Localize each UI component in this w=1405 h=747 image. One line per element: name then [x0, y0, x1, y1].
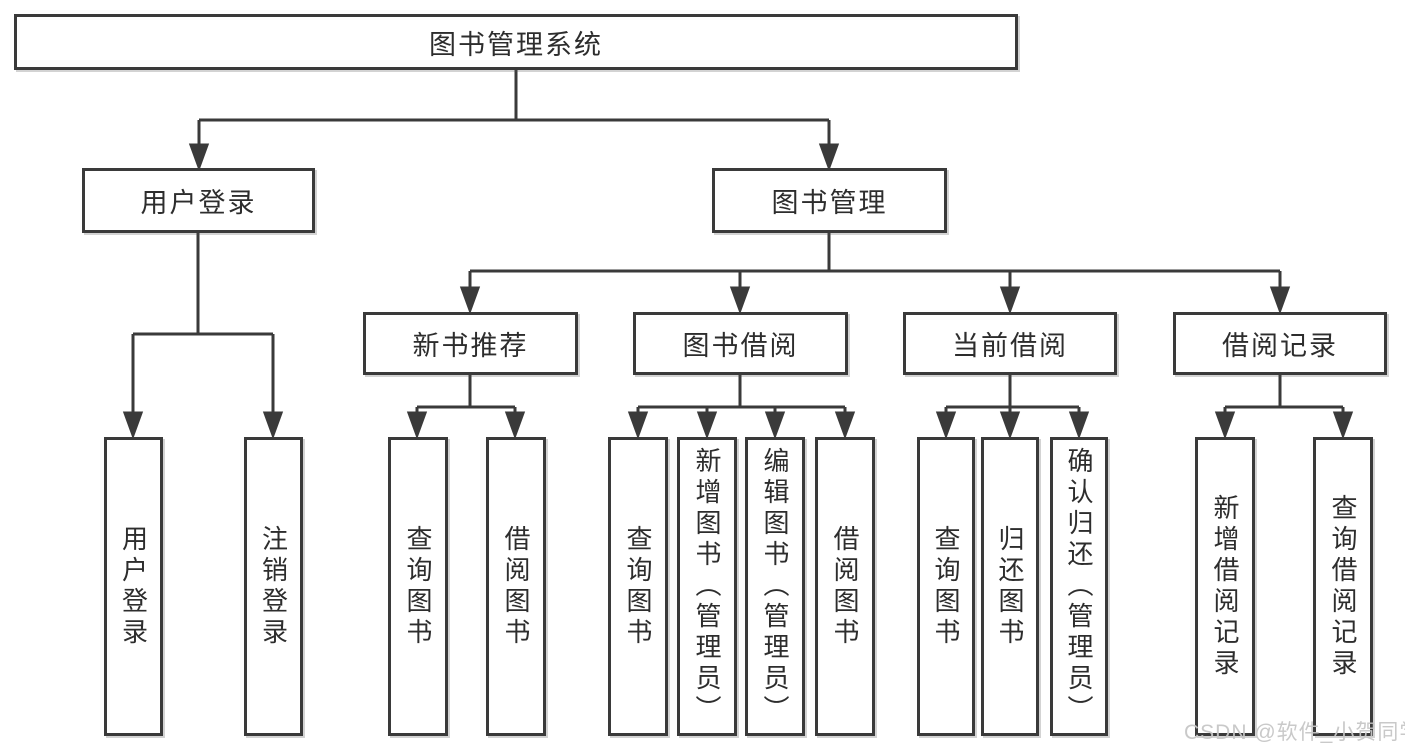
- arrowhead-icon: [729, 286, 751, 315]
- arrowhead-icon: [834, 411, 856, 440]
- arrowhead-icon: [262, 411, 284, 440]
- node-new-book-recommend: 新书推荐: [363, 312, 578, 375]
- csdn-watermark: CSDN @软件_小贺同学: [1184, 721, 1405, 744]
- node-borrow-add-book-admin: 新增图书（管理员）: [677, 437, 737, 736]
- node-current-confirm-return-admin: 确认归还（管理员）: [1050, 437, 1108, 736]
- node-book-management: 图书管理: [712, 168, 947, 233]
- node-label: 编辑图书（管理员）: [760, 447, 790, 726]
- node-label: 注销登录: [258, 524, 289, 649]
- arrowhead-icon: [1068, 411, 1090, 440]
- connector-root-to-level2: [188, 70, 840, 172]
- node-library-system: 图书管理系统: [14, 14, 1018, 70]
- node-current-query-book: 查询图书: [917, 437, 975, 736]
- node-user-login: 用户登录: [82, 168, 315, 233]
- connector-borrow-record-to-leaves: [1214, 375, 1354, 440]
- node-current-return-book: 归还图书: [981, 437, 1039, 736]
- arrowhead-icon: [188, 143, 210, 172]
- node-label: 当前借阅: [952, 331, 1068, 361]
- node-label: 借阅图书: [830, 524, 860, 649]
- arrowhead-icon: [935, 411, 957, 440]
- node-user-login-leaf: 用户登录: [104, 437, 163, 736]
- connector-current-borrow-to-leaves: [935, 375, 1090, 440]
- arrowhead-icon: [1214, 411, 1236, 440]
- node-label: 借阅记录: [1222, 331, 1338, 361]
- node-recommend-query-book: 查询图书: [388, 437, 448, 736]
- arrowhead-icon: [818, 143, 840, 172]
- arrowhead-icon: [999, 286, 1021, 315]
- arrowhead-icon: [504, 411, 526, 440]
- connector-new-book-to-leaves: [406, 375, 526, 440]
- node-label: 查询图书: [623, 524, 653, 649]
- node-label: 查询借阅记录: [1328, 493, 1358, 680]
- node-label: 图书管理: [771, 188, 888, 218]
- node-label: 用户登录: [140, 188, 257, 218]
- node-label: 归还图书: [995, 524, 1025, 649]
- arrowhead-icon: [764, 411, 786, 440]
- arrowhead-icon: [1269, 286, 1291, 315]
- node-borrow-records: 借阅记录: [1173, 312, 1387, 375]
- node-label: 图书管理系统: [429, 29, 603, 60]
- node-borrow-query-book: 查询图书: [608, 437, 668, 736]
- node-recommend-borrow-book: 借阅图书: [486, 437, 546, 736]
- node-label: 图书借阅: [682, 331, 799, 361]
- node-current-borrow: 当前借阅: [903, 312, 1117, 375]
- node-label: 确认归还（管理员）: [1064, 447, 1094, 726]
- node-records-add-record: 新增借阅记录: [1195, 437, 1255, 736]
- arrowhead-icon: [696, 411, 718, 440]
- node-book-borrow: 图书借阅: [633, 312, 848, 375]
- connector-book-management-to-level3: [459, 233, 1291, 315]
- node-label: 新书推荐: [412, 331, 529, 361]
- node-label: 新增图书（管理员）: [692, 447, 722, 726]
- connector-book-borrow-to-leaves: [627, 375, 856, 440]
- node-records-query-record: 查询借阅记录: [1313, 437, 1373, 736]
- arrowhead-icon: [999, 411, 1021, 440]
- arrowhead-icon: [122, 411, 144, 440]
- node-label: 查询图书: [403, 524, 433, 649]
- arrowhead-icon: [627, 411, 649, 440]
- arrowhead-icon: [459, 286, 481, 315]
- arrowhead-icon: [1332, 411, 1354, 440]
- connector-user-login-to-leaves: [122, 233, 284, 440]
- arrowhead-icon: [406, 411, 428, 440]
- node-label: 用户登录: [118, 524, 149, 649]
- node-label: 借阅图书: [501, 524, 531, 649]
- node-borrow-edit-book-admin: 编辑图书（管理员）: [745, 437, 805, 736]
- node-logout: 注销登录: [244, 437, 303, 736]
- node-borrow-borrow-book: 借阅图书: [815, 437, 875, 736]
- node-label: 新增借阅记录: [1210, 493, 1240, 680]
- node-label: 查询图书: [931, 524, 961, 649]
